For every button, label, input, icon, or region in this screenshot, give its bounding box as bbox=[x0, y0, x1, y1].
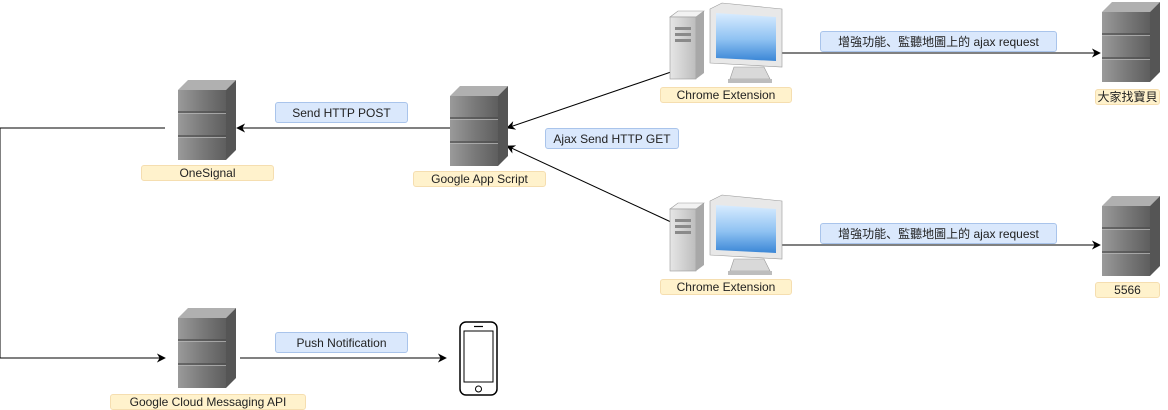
enhance-bottom-label: 增強功能、監聽地圖上的 ajax request bbox=[820, 223, 1057, 244]
site-top-label: 大家找寶貝 bbox=[1095, 89, 1160, 105]
site-bottom-label: 5566 bbox=[1095, 282, 1160, 298]
server-icon-site-bottom bbox=[1101, 195, 1161, 277]
enhance-top-label: 增強功能、監聽地圖上的 ajax request bbox=[820, 31, 1057, 52]
onesignal-label: OneSignal bbox=[141, 165, 274, 181]
server-icon-onesignal bbox=[177, 79, 237, 161]
chrome-extension-top-label: Chrome Extension bbox=[660, 87, 792, 103]
desktop-computer-icon-top bbox=[669, 2, 783, 84]
push-notification-label: Push Notification bbox=[275, 332, 408, 353]
server-icon-google-app-script bbox=[449, 85, 509, 167]
edge-chrome-top-to-gas bbox=[506, 71, 672, 130]
ajax-send-http-get-label: Ajax Send HTTP GET bbox=[545, 128, 679, 149]
google-app-script-label: Google App Script bbox=[413, 171, 546, 187]
gcm-api-label: Google Cloud Messaging API bbox=[110, 394, 306, 410]
server-icon-site-top bbox=[1101, 1, 1161, 83]
chrome-extension-bottom-label: Chrome Extension bbox=[660, 279, 792, 295]
server-icon-gcm bbox=[177, 307, 237, 389]
send-http-post-label: Send HTTP POST bbox=[275, 102, 408, 123]
edge-left-loop-to-onesignal bbox=[0, 127, 166, 363]
smartphone-icon bbox=[459, 321, 498, 396]
desktop-computer-icon-bottom bbox=[669, 194, 783, 276]
edge-chrome-bottom-to-gas bbox=[506, 145, 672, 223]
connections bbox=[0, 48, 1101, 363]
